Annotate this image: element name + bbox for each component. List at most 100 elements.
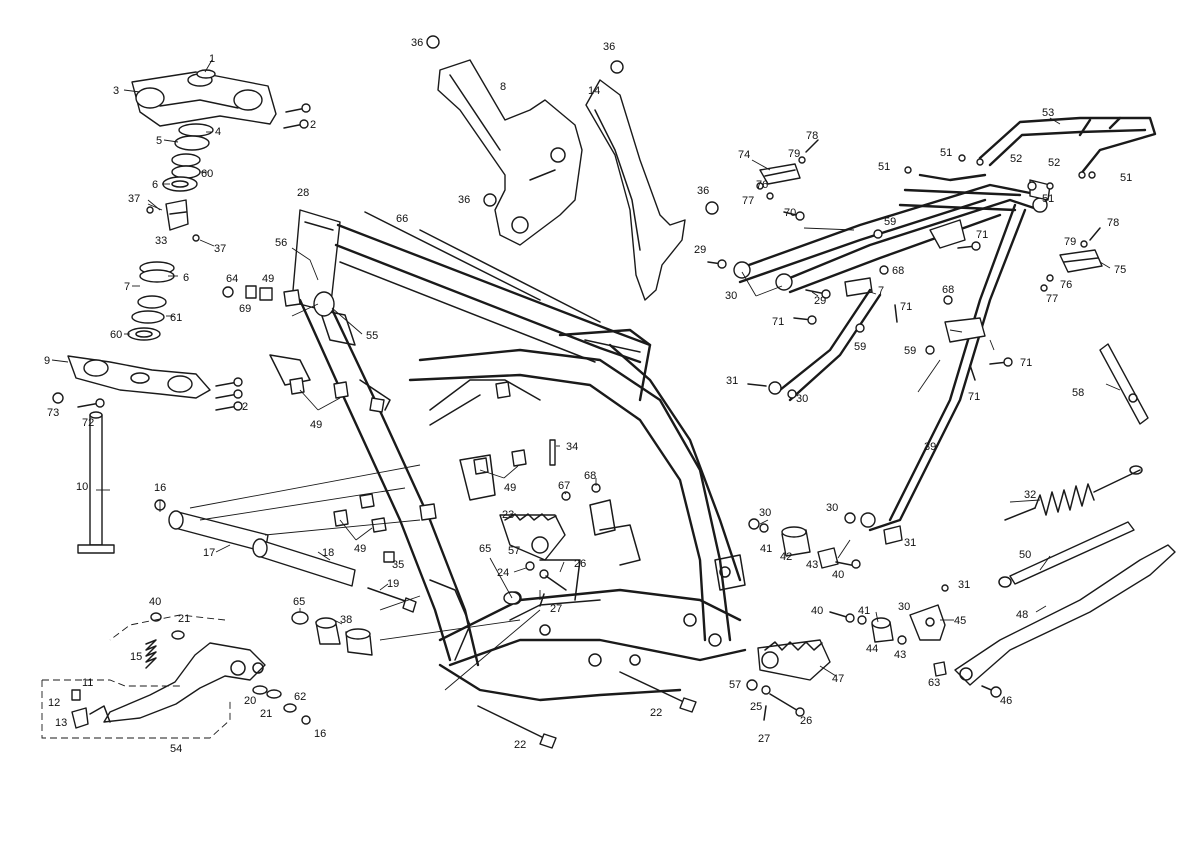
label-27: 27 [758,733,770,745]
label-19: 19 [387,578,399,590]
label-78: 78 [1107,217,1119,229]
label-36: 36 [411,37,423,49]
label-79: 79 [788,148,800,160]
label-77: 77 [1046,293,1058,305]
label-26: 26 [800,715,812,727]
label-22: 22 [514,739,526,751]
label-76: 76 [756,179,768,191]
steering-bearings-upper [162,123,214,192]
label-23: 23 [502,509,514,521]
label-59: 59 [884,216,896,228]
label-31: 31 [958,579,970,591]
label-49: 49 [310,419,322,431]
frame-guard-8 [437,59,583,246]
label-39: 39 [924,441,936,453]
label-30: 30 [796,393,808,405]
frame-guard-14 [585,79,686,301]
label-29: 29 [694,244,706,256]
label-21: 21 [260,708,272,720]
side-stand-48 [954,544,1176,686]
label-9: 9 [44,355,50,367]
label-51: 51 [878,161,890,173]
label-67: 67 [558,480,570,492]
spring-32 [1004,465,1143,521]
label-71: 71 [968,391,980,403]
label-58: 58 [1072,387,1084,399]
label-71: 71 [772,316,784,328]
label-41: 41 [858,605,870,617]
label-69: 69 [239,303,251,315]
pivot-bolt-19 [367,587,417,613]
pivot-bolt-18 [252,538,356,587]
main-frame [269,209,747,702]
label-21: 21 [178,613,190,625]
label-7: 7 [124,281,130,293]
kickstart-group-outline-54 [41,614,231,739]
label-40: 40 [832,569,844,581]
upper-triple-clamp [131,69,277,127]
label-3: 3 [113,85,119,97]
label-5: 5 [156,135,162,147]
label-13: 13 [55,717,67,729]
label-51: 51 [1120,172,1132,184]
bracket-45 [909,604,946,641]
kickstart-lever [89,642,266,723]
label-57: 57 [729,679,741,691]
label-36: 36 [458,194,470,206]
label-64: 64 [226,273,238,285]
steering-bearings-lower [127,261,175,341]
label-49: 49 [354,543,366,555]
spacer-44 [871,617,894,643]
label-60: 60 [201,168,213,180]
label-35: 35 [392,559,404,571]
label-74: 74 [738,149,750,161]
label-30: 30 [759,507,771,519]
label-2: 2 [242,401,248,413]
label-1: 1 [209,53,215,65]
label-24: 24 [497,567,509,579]
label-4: 4 [215,126,221,138]
label-57: 57 [508,545,520,557]
label-32: 32 [1024,489,1036,501]
bolt-22-b [619,671,697,713]
label-52: 52 [1010,153,1022,165]
label-16: 16 [314,728,326,740]
label-66: 66 [396,213,408,225]
label-10: 10 [76,481,88,493]
label-77: 77 [742,195,754,207]
label-30: 30 [725,290,737,302]
label-26: 26 [574,558,586,570]
label-40: 40 [149,596,161,608]
stem-nut-33 [165,199,189,231]
label-37: 37 [128,193,140,205]
bushing-42 [781,526,811,557]
label-47: 47 [832,673,844,685]
label-37: 37 [214,243,226,255]
label-45: 45 [954,615,966,627]
grab-handle-53 [978,116,1157,177]
footpeg-47 [757,639,831,681]
label-71: 71 [976,229,988,241]
label-46: 46 [1000,695,1012,707]
label-55: 55 [366,330,378,342]
label-68: 68 [892,265,904,277]
label-59: 59 [904,345,916,357]
label-63: 63 [928,677,940,689]
label-71: 71 [900,301,912,313]
label-68: 68 [584,470,596,482]
label-38: 38 [340,614,352,626]
label-56: 56 [275,237,287,249]
label-72: 72 [82,417,94,429]
label-49: 49 [504,482,516,494]
label-7: 7 [878,285,884,297]
label-8: 8 [500,81,506,93]
label-22: 22 [650,707,662,719]
label-27: 27 [550,603,562,615]
label-11: 11 [82,677,93,689]
subframe-strut-39 [768,203,1027,532]
label-52: 52 [1048,157,1060,169]
label-48: 48 [1016,609,1028,621]
label-6: 6 [183,272,189,284]
label-16: 16 [154,482,166,494]
footpeg-23 [499,513,566,561]
